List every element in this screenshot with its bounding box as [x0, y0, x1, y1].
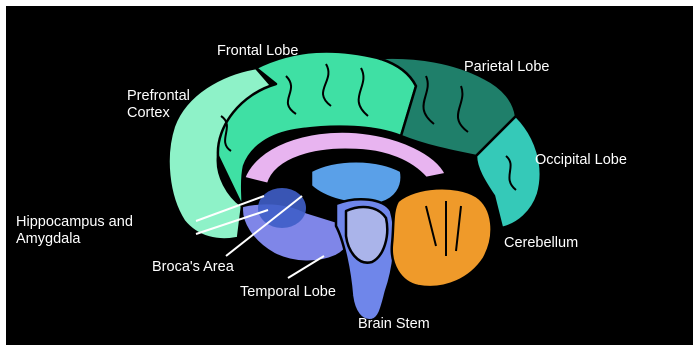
- diagram-frame: Frontal Lobe Parietal Lobe Prefrontal Co…: [6, 6, 693, 345]
- label-parietal-lobe: Parietal Lobe: [464, 59, 549, 76]
- hippocampus-amygdala-region: [258, 188, 306, 228]
- label-hippocampus-amygdala: Hippocampus and Amygdala: [16, 214, 133, 248]
- label-prefrontal-cortex: Prefrontal Cortex: [127, 88, 190, 122]
- cerebellum-region: [392, 188, 492, 287]
- label-brain-stem: Brain Stem: [358, 316, 430, 333]
- thalamus-region: [311, 161, 402, 204]
- label-occipital-lobe: Occipital Lobe: [535, 152, 627, 169]
- pons-region: [346, 207, 387, 263]
- label-brocas-area: Broca's Area: [152, 259, 234, 276]
- label-frontal-lobe: Frontal Lobe: [217, 43, 298, 60]
- label-cerebellum: Cerebellum: [504, 235, 578, 252]
- brain-sagittal-diagram: [6, 6, 693, 345]
- label-temporal-lobe: Temporal Lobe: [240, 284, 336, 301]
